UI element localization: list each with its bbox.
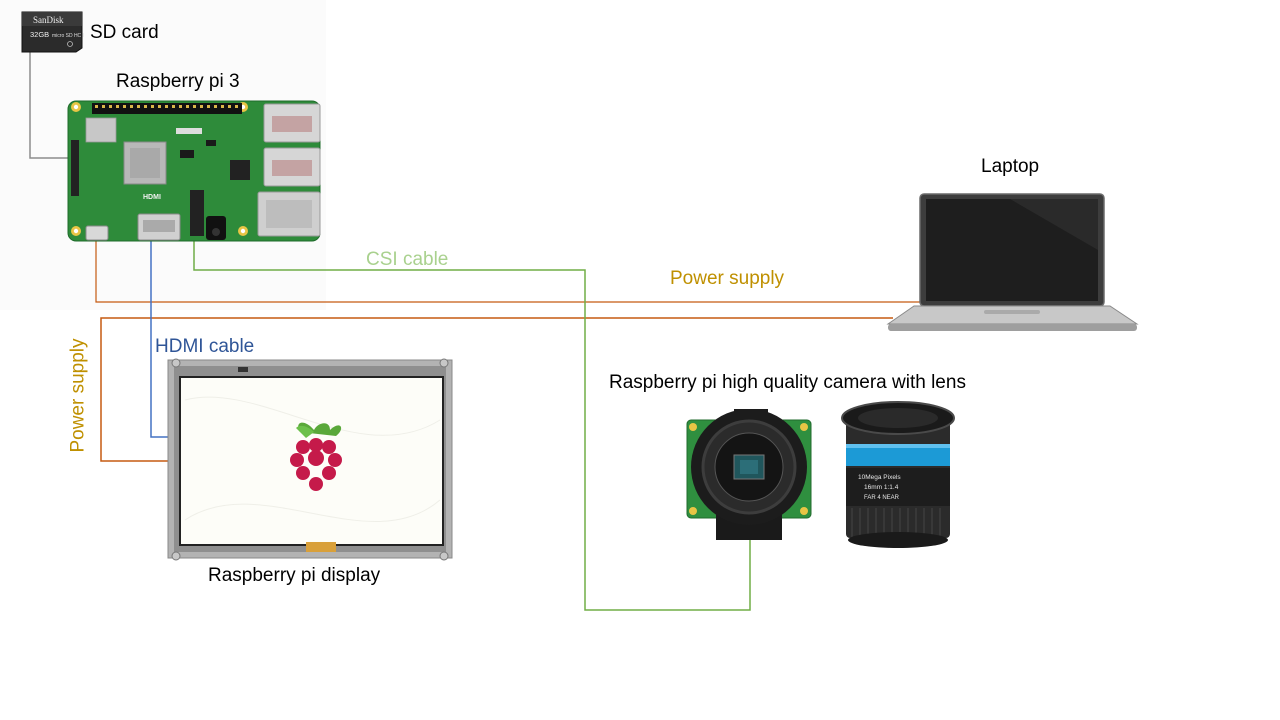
sd-card-label: SD card — [90, 22, 159, 43]
laptop-image — [886, 193, 1139, 331]
sd-card-brand: SanDisk — [33, 15, 64, 25]
csi-cable — [193, 240, 751, 611]
sd-card-image: SanDisk 32GB micro SD HC I — [21, 11, 84, 53]
raspberry-pi-display-image — [167, 358, 453, 561]
camera-lens-image: 10Mega Pixels 16mm 1:1.4 FAR 4 NEAR — [841, 401, 955, 548]
hdmi-cable — [150, 240, 174, 438]
power-cable-display — [100, 317, 893, 462]
lens-spec-text: 16mm 1:1.4 — [864, 484, 899, 491]
sd-card-connector — [29, 52, 72, 159]
lens-brand-text: 10Mega Pixels — [858, 474, 901, 481]
raspberry-pi-board-image: HDMI — [67, 100, 321, 242]
sd-card-type: micro SD HC I — [52, 33, 84, 39]
hdmi-cable-label: HDMI cable — [155, 336, 255, 357]
power-supply-laptop-label: Power supply — [670, 268, 785, 289]
camera-label: Raspberry pi high quality camera with le… — [609, 372, 966, 393]
laptop-label: Laptop — [981, 156, 1040, 177]
csi-cable-label: CSI cable — [366, 249, 449, 270]
lens-focus-text: FAR 4 NEAR — [864, 495, 900, 501]
power-cable-laptop — [95, 240, 922, 303]
camera-module-image — [686, 409, 812, 540]
raspberry-logo-icon — [290, 422, 342, 491]
sd-card-capacity: 32GB — [30, 30, 49, 39]
pi-hdmi-silkscreen: HDMI — [143, 194, 161, 201]
power-supply-display-label: Power supply — [67, 338, 89, 453]
raspberry-pi-label: Raspberry pi 3 — [116, 71, 240, 92]
display-label: Raspberry pi display — [208, 565, 381, 586]
